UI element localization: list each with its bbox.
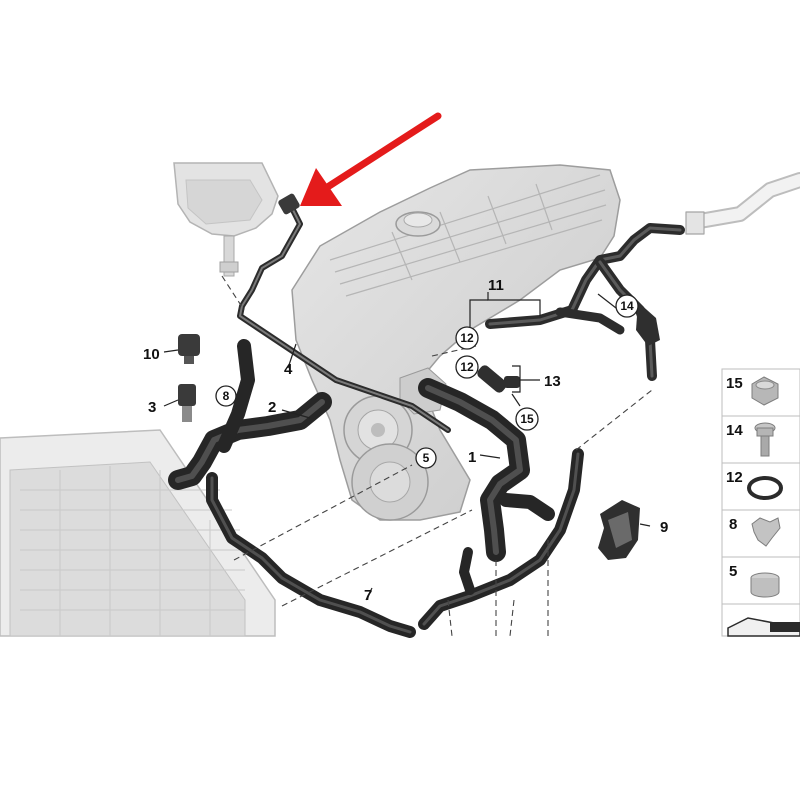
label-5: 5: [423, 451, 430, 465]
label-12b: 12: [460, 360, 474, 374]
label-3: 3: [148, 399, 156, 416]
screw-icon: [754, 422, 776, 457]
label-9: 9: [660, 519, 668, 536]
sensor-3: [178, 384, 196, 422]
bracket-9: [598, 500, 640, 560]
radiator: [0, 429, 276, 637]
sensor-10: [178, 334, 200, 364]
radiator-hoses: [168, 339, 584, 638]
callout-12a: 12: [455, 326, 479, 350]
engine-block: [291, 164, 621, 521]
hose-clamp-icon: [750, 572, 780, 598]
red-arrow: [300, 112, 442, 206]
bracket-14: [636, 302, 660, 346]
label-8: 8: [223, 389, 230, 403]
legend-label-14: 14: [726, 422, 743, 439]
circled-callouts: 8 5 12 12 15 14: [215, 294, 639, 469]
leader-lines: [163, 292, 651, 601]
callout-5: 5: [415, 447, 437, 469]
hose-13: [477, 365, 520, 393]
label-12a: 12: [460, 331, 474, 345]
label-13: 13: [544, 373, 561, 390]
legend-label-15: 15: [726, 375, 743, 392]
label-7: 7: [364, 587, 372, 604]
legend-label-8: 8: [729, 516, 737, 533]
label-4: 4: [284, 361, 293, 378]
label-2: 2: [268, 399, 276, 416]
tape-icon: [727, 617, 800, 637]
callout-12b: 12: [455, 355, 479, 379]
legend-label-5: 5: [729, 563, 737, 580]
label-14: 14: [620, 299, 634, 313]
legend-label-12: 12: [726, 469, 743, 486]
vent-hose: [237, 193, 451, 433]
callout-labels: 10 3 2 4 1 7 9 11 13: [143, 277, 668, 604]
label-11: 11: [488, 277, 504, 294]
parts-legend: 15 14 12 8 5: [721, 368, 800, 637]
label-10: 10: [143, 346, 160, 363]
dashed-leaders: [221, 275, 653, 637]
callout-8: 8: [215, 385, 237, 407]
callout-15: 15: [515, 407, 539, 431]
clip-icon: [751, 517, 781, 547]
nut-icon: [751, 376, 779, 406]
label-15: 15: [520, 412, 534, 426]
callout-14: 14: [615, 294, 639, 318]
expansion-tank: [173, 162, 279, 277]
o-ring-icon: [747, 476, 783, 500]
label-1: 1: [468, 449, 476, 466]
